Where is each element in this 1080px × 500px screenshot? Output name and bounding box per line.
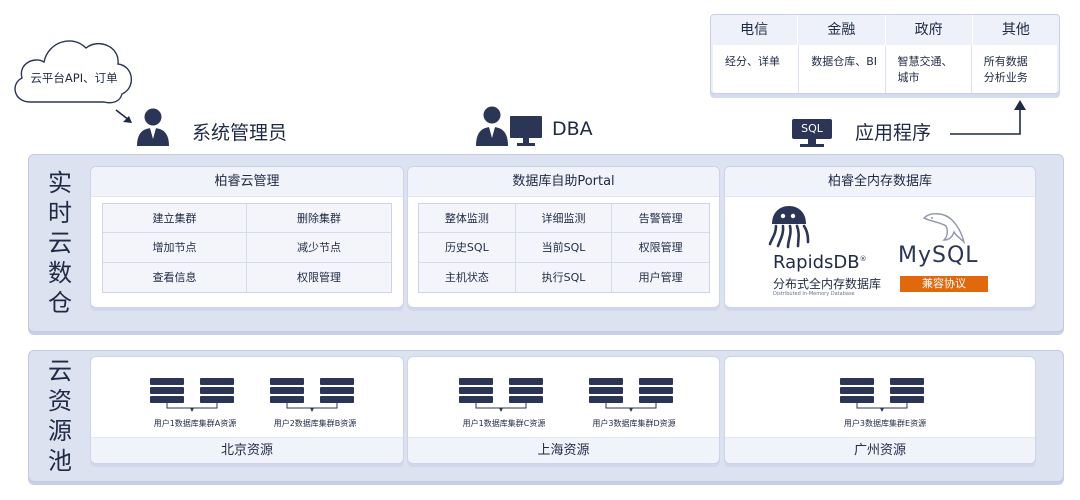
server-cluster-icon	[459, 378, 543, 412]
portal-item[interactable]: 用户管理	[638, 271, 683, 285]
portal-item[interactable]: 权限管理	[612, 233, 709, 263]
cluster-label: 用户3数据库集群E资源	[843, 419, 927, 428]
portal-item[interactable]: 执行SQL	[516, 262, 613, 292]
resource-side-title: 云 资 源 池	[48, 357, 72, 475]
memdb-title: 柏睿全内存数据库	[725, 167, 1035, 197]
dba-user-icon	[476, 106, 542, 146]
industry-header: 金融	[798, 15, 886, 45]
rapidsdb-cn: 分布式全内存数据库	[773, 277, 882, 291]
server-cluster-icon	[150, 378, 234, 412]
industry-detail: 智慧交通、 城市	[886, 45, 972, 93]
mgmt-item[interactable]: 删除集群	[247, 204, 391, 234]
arrow-down-right-icon	[115, 109, 132, 123]
cloud-label: 云平台API、订单	[30, 71, 118, 85]
cloud-dw-side-title: 实 时 云 数 仓	[48, 169, 72, 317]
compat-badge: 兼容协议	[900, 276, 988, 292]
cluster-label: 用户2数据库集群B资源	[273, 419, 357, 428]
server-cluster-icon	[840, 378, 924, 412]
mgmt-item[interactable]: 建立集群	[103, 204, 247, 234]
portal-item[interactable]: 历史SQL	[419, 233, 516, 263]
server-cluster-icon	[589, 378, 673, 412]
portal-card: 数据库自助Portal 整体监测 详细监测 告警管理 历史SQL 当前SQL 权…	[407, 166, 720, 308]
region-card: 北京资源	[90, 356, 404, 464]
role-dba: DBA	[552, 118, 593, 140]
role-admin: 系统管理员	[192, 122, 288, 144]
region-name: 广州资源	[725, 437, 1035, 463]
region-name: 上海资源	[408, 437, 719, 463]
sql-monitor-icon: SQL	[792, 119, 832, 139]
monitor-stem	[808, 139, 816, 144]
rapidsdb-en: Distributed In-Memory Database	[773, 291, 855, 297]
industry-headers: 电信 金融 政府 其他	[711, 15, 1059, 45]
portal-item[interactable]: 整体监测	[419, 204, 516, 234]
industry-detail: 所有数据 分析业务	[983, 55, 1028, 84]
rapidsdb-name-text: RapidsDB	[773, 252, 860, 273]
industry-detail: 经分、详单	[713, 45, 800, 93]
portal-item[interactable]: 当前SQL	[515, 233, 613, 263]
portal-grid: 整体监测 详细监测 告警管理 历史SQL 当前SQL 权限管理 主机状态 执行S…	[418, 203, 710, 293]
admin-user-icon	[137, 108, 169, 146]
portal-item[interactable]: 告警管理	[612, 204, 709, 234]
industry-header: 电信	[711, 15, 799, 45]
region-card: 上海资源	[407, 356, 720, 464]
role-app: 应用程序	[855, 122, 932, 144]
industry-header: 其他	[1001, 22, 1030, 38]
arrow-up-icon	[950, 100, 1026, 135]
server-cluster-icon	[270, 378, 354, 412]
cluster-label: 用户3数据库集群D资源	[592, 419, 676, 428]
mgmt-item[interactable]: 查看信息	[103, 262, 247, 292]
mgmt-item[interactable]: 权限管理	[297, 271, 341, 285]
dolphin-icon	[922, 213, 966, 245]
industry-table: 电信 金融 政府 其他 经分、详单 数据仓库、BI 智慧交通、 城市 所有数据 …	[710, 14, 1060, 94]
monitor-base	[800, 144, 824, 147]
mysql-name: MySQL	[898, 243, 979, 268]
mgmt-item[interactable]: 减少节点	[247, 233, 391, 263]
rapidsdb-logo-icon	[768, 206, 810, 249]
rapidsdb-name: RapidsDB®	[773, 252, 867, 273]
mgmt-item[interactable]: 增加节点	[103, 233, 247, 263]
cloud-icon	[14, 40, 132, 104]
cluster-label: 用户1数据库集群C资源	[462, 419, 546, 428]
mgmt-title: 柏睿云管理	[91, 167, 403, 197]
cluster-label: 用户1数据库集群A资源	[153, 419, 237, 428]
industry-header: 政府	[886, 15, 973, 45]
rapidsdb-reg: ®	[859, 255, 867, 263]
region-name: 北京资源	[91, 437, 403, 463]
mgmt-grid: 建立集群 删除集群 增加节点 减少节点 查看信息 权限管理	[102, 203, 392, 293]
portal-item[interactable]: 主机状态	[419, 262, 516, 292]
industry-details: 经分、详单 数据仓库、BI 智慧交通、 城市 所有数据 分析业务	[713, 45, 1057, 93]
portal-title: 数据库自助Portal	[408, 167, 719, 197]
portal-item[interactable]: 详细监测	[515, 204, 613, 234]
region-card: 广州资源	[724, 356, 1036, 464]
industry-detail: 数据仓库、BI	[799, 45, 886, 93]
mgmt-card: 柏睿云管理 建立集群 删除集群 增加节点 减少节点 查看信息 权限管理	[90, 166, 404, 308]
